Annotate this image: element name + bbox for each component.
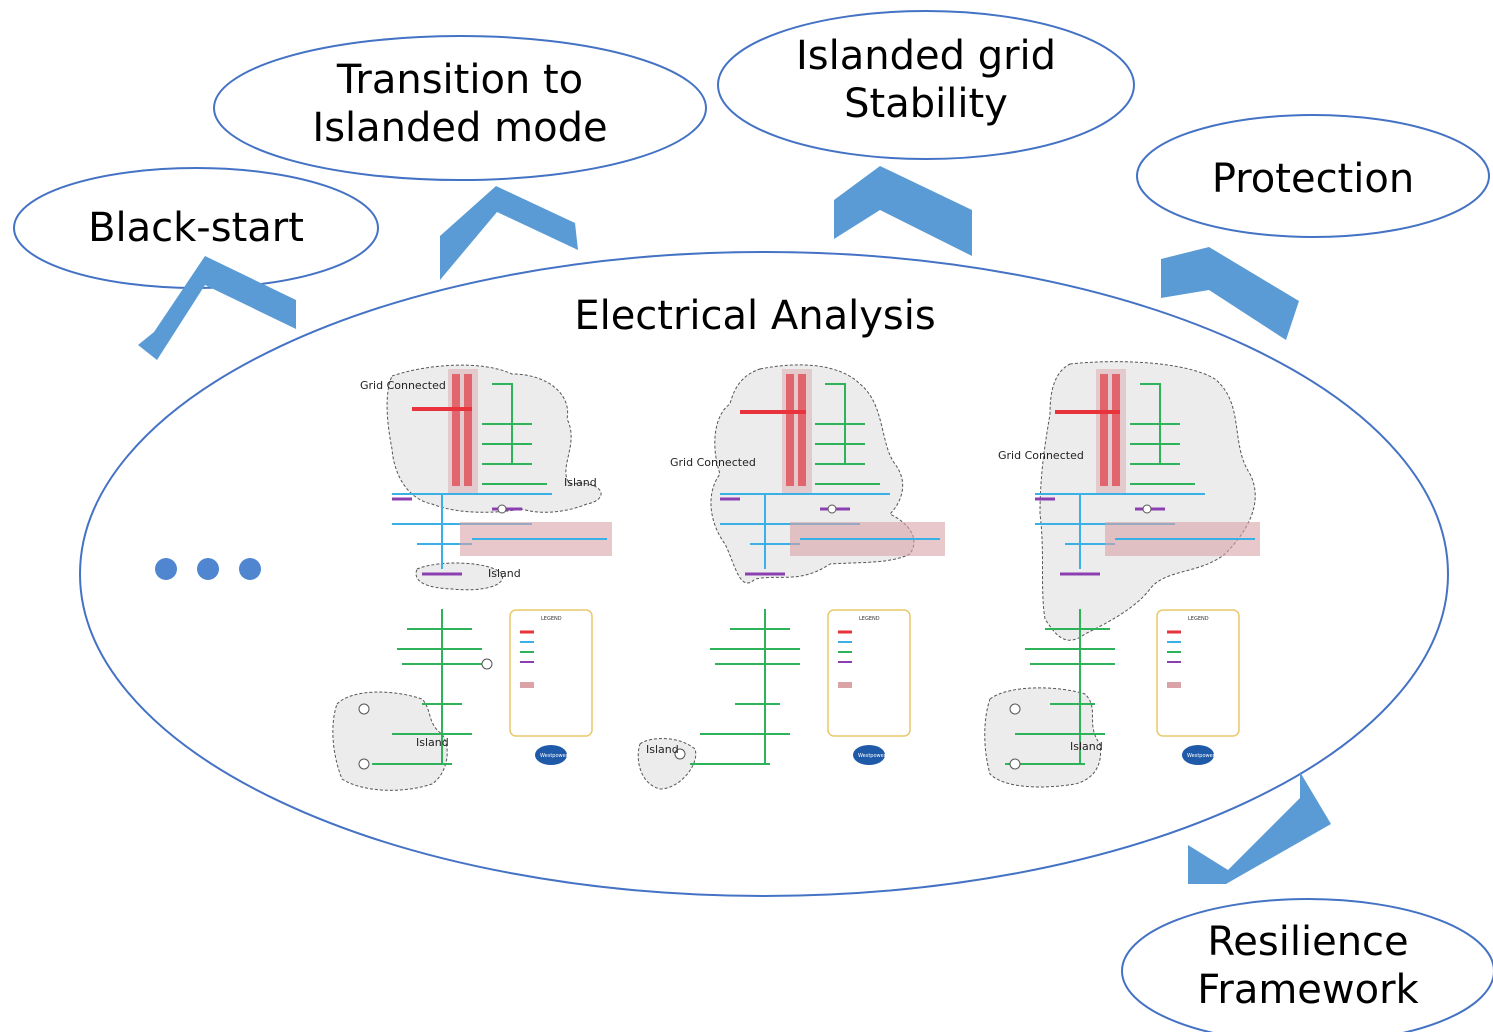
network-map-right: Grid Connected Island LEGEND Westpower [984,361,1260,788]
bubble-black-start-label: Black-start [88,205,304,251]
bubble-transition-label: Transition to Islanded mode [312,57,608,151]
map-right-grid-label: Grid Connected [998,449,1084,462]
arrow-to-black-start [138,256,296,360]
map-left-island-label-top: Island [564,476,597,489]
ellipsis-dot [155,558,177,580]
arrow-to-resilience [1188,772,1331,884]
map-middle-island-label: Island [646,743,679,756]
map-legend-title: LEGEND [859,616,880,622]
map-middle-grid-label: Grid Connected [670,456,756,469]
map-left-grid-label: Grid Connected [360,379,446,392]
map-brand: Westpower [540,753,569,759]
bubble-resilience-label: Resilience Framework [1197,919,1419,1013]
center-title: Electrical Analysis [574,293,936,339]
map-left-island-label-mid: Island [488,567,521,580]
map-brand: Westpower [858,753,887,759]
network-map-middle: Grid Connected Island LEGEND Westpower [637,364,945,790]
network-map-left: Grid Connected Island Island Island LEGE… [332,364,612,791]
ellipsis-dot [197,558,219,580]
map-legend-title: LEGEND [541,616,562,622]
arrow-to-stability [834,166,972,256]
bubble-resilience [1121,898,1493,1032]
map-left-island-label-bottom: Island [416,736,449,749]
bubble-protection [1136,114,1490,238]
arrow-to-protection [1161,247,1299,340]
map-legend-title: LEGEND [1188,616,1209,622]
bubble-stability-label: Islanded grid Stability [795,33,1057,127]
bubble-protection-label: Protection [1211,156,1415,202]
ellipsis-dot [239,558,261,580]
arrow-to-transition [440,186,578,280]
map-right-island-label: Island [1070,740,1103,753]
bubble-stability [717,10,1135,160]
map-brand: Westpower [1187,753,1216,759]
bubble-transition [213,35,707,181]
